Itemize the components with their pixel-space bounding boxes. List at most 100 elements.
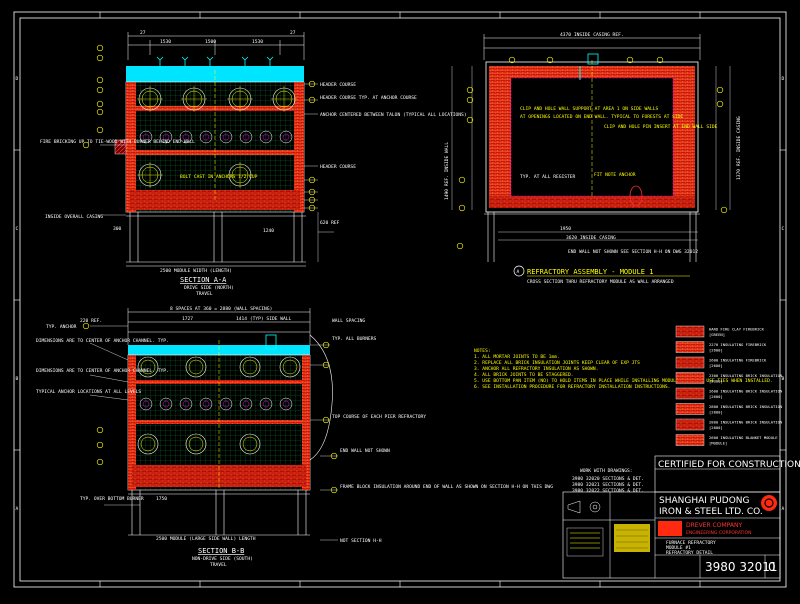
legend-code: [GREEN] — [709, 332, 725, 337]
assembly-label-5: TYP. AT ALL REGISTER — [520, 174, 576, 180]
work-drawing-3: 3980 32022 SECTIONS & DET. — [572, 488, 644, 494]
burner-opening — [279, 356, 301, 378]
section-bb-label-dim-2: DIMENSIONS ARE TO CENTER OF ANCHOR CHANN… — [36, 368, 169, 374]
legend-label: HARD FIRE CLAY FIREBRICK — [709, 327, 765, 332]
note-1: 1. ALL MORTAR JOINTS TO BE 1mm. — [474, 354, 560, 360]
assembly-top-dim: 4370 INSIDE CASING REF. — [560, 32, 624, 38]
revision-table — [566, 527, 604, 557]
legend-item: 2270 INSULATING FIREBRICK[2600] — [675, 341, 767, 353]
callout-balloon — [308, 80, 316, 88]
section-bb-leader-lines — [89, 325, 338, 541]
legend-swatch — [675, 403, 705, 415]
legend-code: [MODULE] — [709, 441, 727, 446]
callout-balloon — [720, 206, 728, 214]
anchor-opening — [279, 130, 293, 144]
callout-balloon — [456, 242, 464, 250]
callout-balloon — [96, 86, 104, 94]
assembly-right-side-label: 1370 REF. INSIDE CASING — [736, 116, 742, 180]
company-name-line1: SHANGHAI PUDONG — [659, 496, 750, 506]
section-bb-title: SECTION B-B — [198, 547, 244, 555]
section-aa-view: 27 1530 1500 1530 27 — [40, 30, 467, 297]
section-bb-label-section-hh: NOT SECTION H-H — [340, 538, 382, 544]
drawing-revision: 0 — [768, 560, 776, 574]
section-aa-label-anchor: ANCHOR CENTERED BETWEEN TALON (TYPICAL A… — [320, 112, 467, 118]
anchor-opening — [139, 130, 153, 144]
anchor-opening — [279, 397, 293, 411]
border-letter-left: C — [16, 226, 19, 232]
legend-code: [2600] — [709, 348, 723, 353]
legend-code: [2600] — [709, 363, 723, 368]
section-aa-top-dim-1: 27 — [140, 30, 146, 36]
section-aa-title: SECTION A-A — [180, 276, 227, 284]
legend-code: [2800] — [709, 410, 723, 415]
legend-label: 2800 INSULATING BRICK INSULATION — [709, 420, 783, 425]
notes-heading: NOTES: — [474, 348, 491, 354]
projection-symbol — [567, 500, 601, 514]
callout-balloon — [716, 100, 724, 108]
section-aa-side-dim-2: 300 — [113, 226, 122, 232]
legend-item: 2800 INSULATING BRICK INSULATION[2800] — [675, 403, 783, 415]
anchor-opening — [219, 130, 233, 144]
assembly-side-label: 1490 REF. INSIDE WALL — [444, 142, 450, 200]
assembly-top-dimensions — [483, 34, 701, 60]
note-3: 3. ANCHOR ALL REFRACTORY INSULATION AS S… — [474, 366, 598, 372]
callout-balloon — [96, 76, 104, 84]
section-bb-top-dim-3: 1414 (TYP) SIDE WALL — [236, 316, 292, 322]
anchor-ring — [142, 133, 150, 141]
burner-opening — [137, 356, 159, 378]
border-letter-left: D — [16, 76, 19, 82]
section-aa-callout-balloons — [82, 44, 316, 212]
callout-balloon — [466, 96, 474, 104]
drawing-number: 3980 32011 — [705, 560, 778, 574]
legend-swatch — [675, 434, 705, 446]
burner-ring — [242, 359, 258, 375]
section-aa-label-header-1: HEADER COURSE — [320, 82, 356, 88]
anchor-opening — [239, 130, 253, 144]
legend-swatch — [675, 341, 705, 353]
anchor-ring — [202, 133, 210, 141]
assembly-floor — [489, 196, 695, 208]
assembly-title-number: A — [517, 269, 520, 275]
approval-stamp-yellow — [614, 524, 650, 552]
project-title-line3: REFRACTORY DETAIL — [666, 550, 713, 556]
callout-balloon — [322, 341, 330, 349]
anchor-opening — [239, 397, 253, 411]
anchor-ring — [282, 133, 290, 141]
contractor-name: DREVER COMPANY — [686, 522, 742, 529]
legend-label: 2600 INSULATING FIREBRICK — [709, 358, 767, 363]
callout-balloon — [656, 56, 664, 64]
drever-logo — [658, 521, 682, 536]
legend-code: [2300] — [709, 379, 723, 384]
section-bb-label-dim-1: DIMENSIONS ARE TO CENTER OF ANCHOR CHANN… — [36, 338, 169, 344]
section-aa-bottom-dim: 2500 MODULE WIDTH (LENGTH) — [160, 268, 232, 274]
section-aa-side-dims — [317, 212, 334, 262]
contractor-subtitle: ENGINEERING CORPORATION — [686, 530, 752, 536]
callout-balloon — [96, 441, 104, 449]
burner-opening — [239, 433, 261, 455]
anchor-opening — [159, 397, 173, 411]
callout-balloon — [96, 126, 104, 134]
section-bb-end-wall-curve — [309, 334, 333, 461]
section-bb-view: 8 SPACES AT 360 = 2880 (WALL SPACING) 17… — [36, 306, 553, 568]
section-bb-top-nozzle — [265, 334, 277, 350]
section-aa-top-dim-5: 27 — [290, 30, 296, 36]
callout-balloon — [96, 54, 104, 62]
callout-balloon — [458, 176, 466, 184]
section-bb-bottom-dim-2: 2500 MODULE (LARGE SIDE WALL) LENGTH — [156, 536, 256, 542]
title-block: CERTIFIED FOR CONSTRUCTION SHANGHAI PUDO… — [562, 455, 800, 579]
section-bb-label-top-course: TOP COURSE OF EACH PIER REFRACTORY — [332, 414, 426, 420]
callout-balloon — [96, 44, 104, 52]
legend-swatch — [675, 325, 705, 338]
anchor-ring — [222, 133, 230, 141]
callout-balloon — [716, 86, 724, 94]
anchor-opening — [199, 397, 213, 411]
legend-item: 2600 INSULATING FIREBRICK[2600] — [675, 356, 767, 369]
callout-balloon — [508, 56, 516, 64]
section-bb-label-anchor: TYP. ANCHOR — [46, 324, 77, 330]
anchor-ring — [262, 400, 270, 408]
border-letter-right: B — [782, 376, 785, 382]
section-aa-header-course-2 — [126, 150, 304, 155]
anchor-ring — [162, 133, 170, 141]
anchor-ring — [182, 133, 190, 141]
